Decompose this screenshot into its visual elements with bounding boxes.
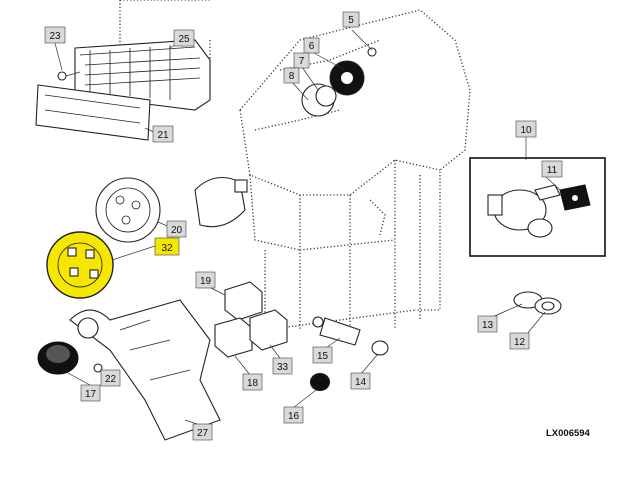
svg-text:12: 12 (514, 337, 526, 348)
svg-text:8: 8 (289, 71, 295, 82)
svg-text:14: 14 (355, 377, 367, 388)
svg-text:16: 16 (288, 411, 300, 422)
callout-6: 6 (303, 37, 320, 54)
svg-text:22: 22 (105, 374, 117, 385)
callout-5: 5 (342, 11, 360, 28)
callout-14: 14 (350, 372, 371, 390)
highlighted-part-32 (46, 231, 114, 299)
callout-32: 32 (154, 237, 180, 256)
switch-15 (312, 316, 361, 346)
callout-12: 12 (509, 332, 530, 350)
svg-text:20: 20 (171, 225, 183, 236)
callout-15: 15 (312, 346, 333, 364)
connector-14 (371, 340, 389, 356)
svg-text:15: 15 (317, 351, 329, 362)
callout-16: 16 (283, 406, 304, 424)
screw-23 (57, 71, 81, 81)
callout-8: 8 (283, 67, 300, 84)
svg-text:18: 18 (247, 378, 259, 389)
svg-text:27: 27 (197, 428, 209, 439)
sender (194, 176, 248, 228)
svg-text:23: 23 (49, 31, 61, 42)
callout-13: 13 (477, 315, 498, 333)
callout-33: 33 (272, 357, 293, 375)
svg-text:7: 7 (299, 56, 305, 67)
bracket-27 (69, 299, 221, 441)
svg-text:17: 17 (85, 389, 97, 400)
nuts-12-13 (513, 291, 562, 315)
svg-text:13: 13 (482, 320, 494, 331)
callout-7: 7 (293, 52, 310, 69)
callout-10: 10 (515, 120, 537, 138)
svg-text:21: 21 (157, 130, 169, 141)
rotary-switch-17 (37, 341, 79, 375)
svg-text:5: 5 (348, 15, 354, 26)
svg-text:11: 11 (547, 165, 558, 176)
callout-27: 27 (192, 423, 213, 441)
key-switch-detail (469, 157, 606, 257)
callout-21: 21 (152, 125, 174, 143)
svg-text:19: 19 (200, 276, 212, 287)
reference-code: LX006594 (546, 428, 591, 439)
callout-20: 20 (166, 220, 187, 238)
callout-19: 19 (195, 271, 216, 289)
callout-23: 23 (44, 26, 66, 44)
callout-18: 18 (242, 373, 263, 391)
callout-22: 22 (100, 369, 121, 387)
callout-17: 17 (80, 384, 101, 402)
switch-20 (95, 177, 161, 243)
svg-text:32: 32 (161, 243, 173, 254)
gauge-group (301, 47, 377, 117)
callout-11: 11 (541, 160, 563, 178)
relays (214, 281, 288, 358)
instrument-housing (35, 39, 211, 141)
svg-text:10: 10 (520, 125, 532, 136)
svg-text:6: 6 (309, 41, 315, 52)
svg-text:33: 33 (277, 362, 289, 373)
svg-text:25: 25 (178, 34, 190, 45)
callout-25: 25 (173, 29, 195, 47)
boot-16 (310, 373, 330, 391)
